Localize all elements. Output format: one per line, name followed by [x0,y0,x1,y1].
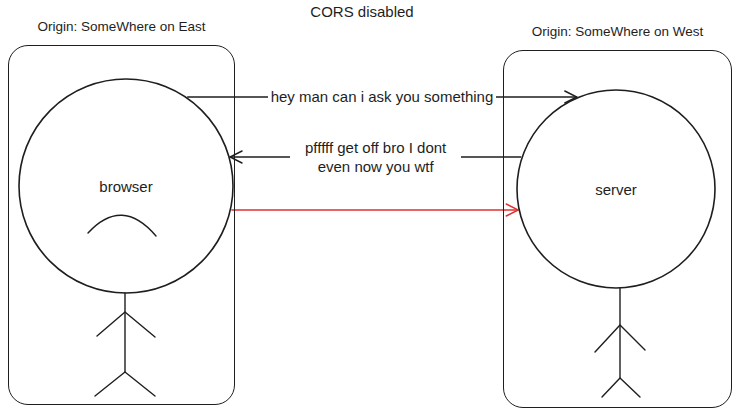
message-arrow [231,209,518,210]
origin-heading: Origin: SomeWhere on East [9,19,234,34]
browser-arms [97,312,155,337]
origin-heading: Origin: SomeWhere on West [504,24,731,39]
circle-outline [517,90,715,288]
message-holder: hey man can i ask you something [268,87,497,107]
circle-outline [19,79,233,293]
origin-box: Origin: SomeWhere on Eastbrowser [8,45,235,405]
server-legs [602,378,640,397]
actor-name: browser [99,178,152,195]
actor-circle: browser [18,78,234,294]
message-holder: pfffff get off bro I dont even now you w… [290,138,461,177]
server-arms [595,325,645,352]
origin-box: Origin: SomeWhere on Westserver [503,50,732,408]
message-text: hey man can i ask you something [268,87,497,107]
message-text: pfffff get off bro I dont even now you w… [290,138,461,177]
actor-name: server [595,181,637,198]
browser-body [124,293,125,372]
server-body [619,288,620,378]
frown-mouth [88,215,156,236]
actor-circle: server [516,89,716,289]
title-holder: CORS disabled [310,3,413,20]
diagram-title: CORS disabled [310,3,413,20]
browser-legs [95,372,155,396]
